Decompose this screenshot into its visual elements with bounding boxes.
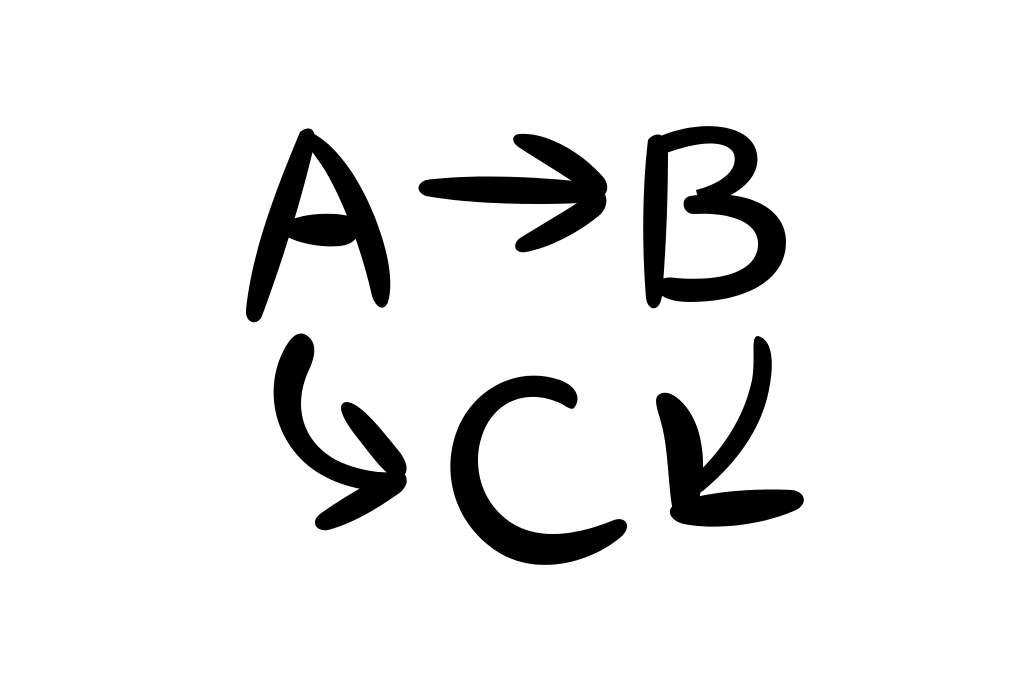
edge-a-b-shaft — [418, 176, 604, 204]
edge-a-c-head-upper — [341, 402, 407, 479]
edge-a-to-c-arrow — [273, 333, 407, 531]
edge-a-to-b-arrow — [418, 133, 608, 253]
node-c — [450, 375, 628, 565]
node-a-left-stroke — [245, 128, 316, 323]
node-b-stem — [643, 134, 668, 309]
node-a-crossbar — [282, 213, 360, 247]
node-c-label: C — [540, 451, 555, 475]
node-b-label: B — [714, 201, 729, 225]
edge-a-b-head-upper — [513, 133, 608, 197]
edge-b-c-head-left — [656, 392, 704, 518]
edge-b-c-head-bottom — [669, 489, 804, 527]
node-b-upper-bowl — [651, 126, 758, 206]
node-a-right-stroke — [303, 130, 391, 308]
node-b-lower-bowl — [656, 194, 786, 302]
node-a-label: A — [316, 211, 332, 235]
edge-a-c-curve — [273, 333, 407, 491]
node-c-arc — [450, 375, 628, 565]
node-a — [245, 128, 391, 323]
edge-a-c-head-lower — [314, 470, 407, 531]
edge-a-b-head-lower — [515, 188, 607, 253]
node-b — [643, 126, 786, 309]
edge-b-to-c-arrow — [656, 336, 804, 527]
